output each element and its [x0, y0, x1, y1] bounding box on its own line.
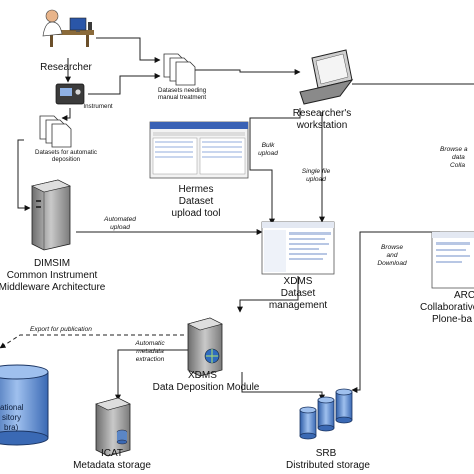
- instrument-icon: [55, 83, 85, 105]
- connectors: [0, 37, 474, 401]
- edge-automated-upload-2: upload: [110, 224, 130, 231]
- edge-bulk-upload-2: upload: [258, 150, 278, 157]
- edge-single-upload-1: Single file: [301, 168, 331, 175]
- edge-auto-metadata-2: metadata: [136, 348, 164, 355]
- instrument-label: Instrument: [83, 103, 113, 110]
- dimsim-label-1: DIMSIM: [33, 258, 71, 269]
- edge-browse-download-1: Browse: [381, 244, 403, 251]
- workstation-label-1: Researcher's: [292, 108, 352, 119]
- datasets-manual-label: Datasets needing manual treatment: [158, 87, 207, 101]
- hermes-label-1: Hermes: [178, 184, 214, 195]
- hermes-label-3: upload tool: [171, 208, 221, 219]
- workstation-label-2: workstation: [296, 120, 348, 131]
- edge-browse-download-2: and: [386, 252, 398, 259]
- arc-label-2: Collaborative: [420, 302, 474, 313]
- srb-label-1: SRB: [315, 448, 337, 459]
- hermes-window: [149, 121, 249, 179]
- xdms-window: [261, 221, 335, 275]
- repository-cylinder-icon: [0, 364, 49, 446]
- dimsim-label-3: Middleware Architecture: [0, 282, 106, 293]
- icat-server-icon: [95, 397, 131, 457]
- dimsim-server-icon: [31, 179, 71, 251]
- datasets-auto-icon: [39, 115, 72, 148]
- icat-label-1: ICAT: [100, 448, 124, 459]
- icat-label-2: Metadata storage: [73, 460, 151, 471]
- hermes-label-2: Dataset: [178, 196, 214, 207]
- edge-browse-collab-3: Colla: [450, 162, 466, 169]
- datasets-auto-label: Datasets for automatic deposition: [35, 149, 97, 163]
- arc-label-3: Plone-ba: [432, 314, 473, 325]
- researcher-icon: [42, 9, 94, 47]
- xdms-label-3: management: [268, 300, 328, 311]
- xdms-label-1: XDMS: [283, 276, 313, 287]
- datasets-manual-icon: [163, 53, 196, 86]
- repository-label-2: sitory: [2, 413, 22, 422]
- ddm-label-1: XDMS: [188, 370, 217, 381]
- edge-auto-metadata-1: Automatic: [135, 340, 165, 347]
- edge-browse-download-3: Download: [377, 260, 407, 267]
- edge-bulk-upload-1: Bulk: [261, 142, 275, 149]
- ddm-label-2: Data Deposition Module: [152, 382, 260, 393]
- edge-browse-collab-1: Browse a: [440, 146, 468, 153]
- ddm-server-icon: [187, 317, 223, 377]
- researcher-label: Researcher: [40, 62, 92, 73]
- repository-label-1: ational: [0, 403, 24, 412]
- dimsim-label-2: Common Instrument: [6, 270, 98, 281]
- arc-window: [431, 231, 474, 289]
- edge-export-publication: Export for publication: [30, 326, 92, 333]
- srb-storage-icon: [299, 388, 353, 440]
- edge-browse-collab-2: data: [452, 154, 465, 161]
- arc-label-1: ARC: [454, 290, 474, 301]
- edge-automated-upload-1: Automated: [104, 216, 136, 223]
- srb-label-2: Distributed storage: [286, 460, 370, 471]
- edge-auto-metadata-3: extraction: [135, 356, 165, 363]
- workstation-icon: [299, 49, 354, 105]
- xdms-label-2: Dataset: [280, 288, 316, 299]
- repository-label-3: bra): [4, 423, 19, 432]
- edge-single-upload-2: upload: [306, 176, 326, 183]
